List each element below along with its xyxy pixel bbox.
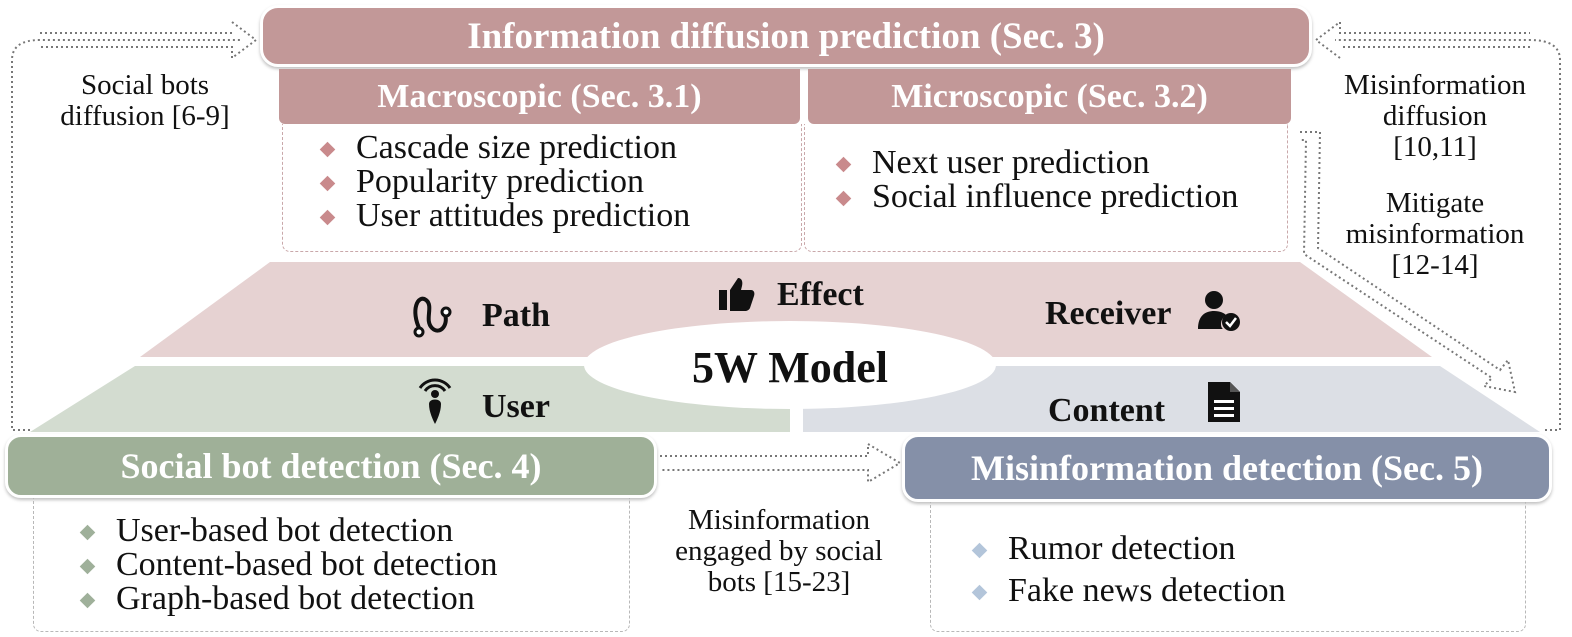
- micro-list: Next user prediction Social influence pr…: [834, 146, 1238, 214]
- document-icon: [1208, 382, 1240, 422]
- macro-tab: Macroscopic (Sec. 3.1): [279, 69, 800, 124]
- misinfo-title: Misinformation detection (Sec. 5): [971, 448, 1483, 488]
- micro-title: Microscopic (Sec. 3.2): [891, 77, 1208, 115]
- lower-left-trapezoid: [30, 366, 790, 432]
- misinfo-title-box: Misinformation detection (Sec. 5): [902, 434, 1552, 502]
- misinfo-list: Rumor detection Fake news detection: [970, 528, 1286, 612]
- bot-list: User-based bot detection Content-based b…: [78, 514, 497, 616]
- diamond-bullet-icon: [971, 542, 988, 559]
- diffusion-title-box: Information diffusion prediction (Sec. 3…: [260, 5, 1312, 67]
- bot-content-box: [33, 498, 630, 632]
- macro-content-box: [282, 124, 802, 252]
- user-label: User: [482, 388, 550, 425]
- list-item: Popularity prediction: [318, 165, 690, 199]
- user-broadcast-icon: [418, 378, 452, 424]
- macro-title: Macroscopic (Sec. 3.1): [377, 77, 702, 115]
- list-item: Social influence prediction: [834, 180, 1238, 214]
- macro-list: Cascade size prediction Popularity predi…: [318, 131, 690, 233]
- diamond-bullet-icon: [79, 558, 96, 575]
- micro-tab: Microscopic (Sec. 3.2): [808, 69, 1291, 124]
- model-label: 5W Model: [692, 343, 888, 392]
- left-loop-arrow: [11, 39, 240, 431]
- diamond-bullet-icon: [319, 175, 336, 192]
- diagonal-arrow: [1300, 131, 1517, 394]
- receiver-label: Receiver: [1045, 295, 1172, 332]
- diamond-bullet-icon: [319, 209, 336, 226]
- list-item: User attitudes prediction: [318, 199, 690, 233]
- list-item: Next user prediction: [834, 146, 1238, 180]
- effect-label: Effect: [777, 276, 864, 313]
- diamond-bullet-icon: [79, 524, 96, 541]
- diamond-bullet-icon: [79, 592, 96, 609]
- list-item: Cascade size prediction: [318, 131, 690, 165]
- micro-content-box: [804, 124, 1288, 252]
- bot-title-box: Social bot detection (Sec. 4): [5, 434, 657, 498]
- diamond-bullet-icon: [835, 156, 852, 173]
- list-item: Graph-based bot detection: [78, 582, 497, 616]
- right-loop-arrow: [1335, 39, 1561, 431]
- diamond-bullet-icon: [971, 584, 988, 601]
- diffusion-title: Information diffusion prediction (Sec. 3…: [467, 15, 1105, 57]
- list-item: Rumor detection: [970, 528, 1286, 570]
- content-label: Content: [1048, 392, 1166, 429]
- diamond-bullet-icon: [835, 190, 852, 207]
- upper-trapezoid: [140, 262, 1432, 357]
- diamond-bullet-icon: [319, 141, 336, 158]
- misinfo-content-box: [930, 502, 1526, 632]
- list-item: Content-based bot detection: [78, 548, 497, 582]
- list-item: Fake news detection: [970, 570, 1286, 612]
- bot-title: Social bot detection (Sec. 4): [120, 446, 542, 486]
- user-check-icon: [1198, 291, 1240, 331]
- lower-right-trapezoid: [803, 366, 1540, 432]
- path-icon: [413, 296, 452, 338]
- middle-arrow: [660, 442, 902, 484]
- model-ellipse: [584, 321, 996, 409]
- path-label: Path: [482, 297, 550, 334]
- thumbs-up-icon: [719, 278, 755, 311]
- list-item: User-based bot detection: [78, 514, 497, 548]
